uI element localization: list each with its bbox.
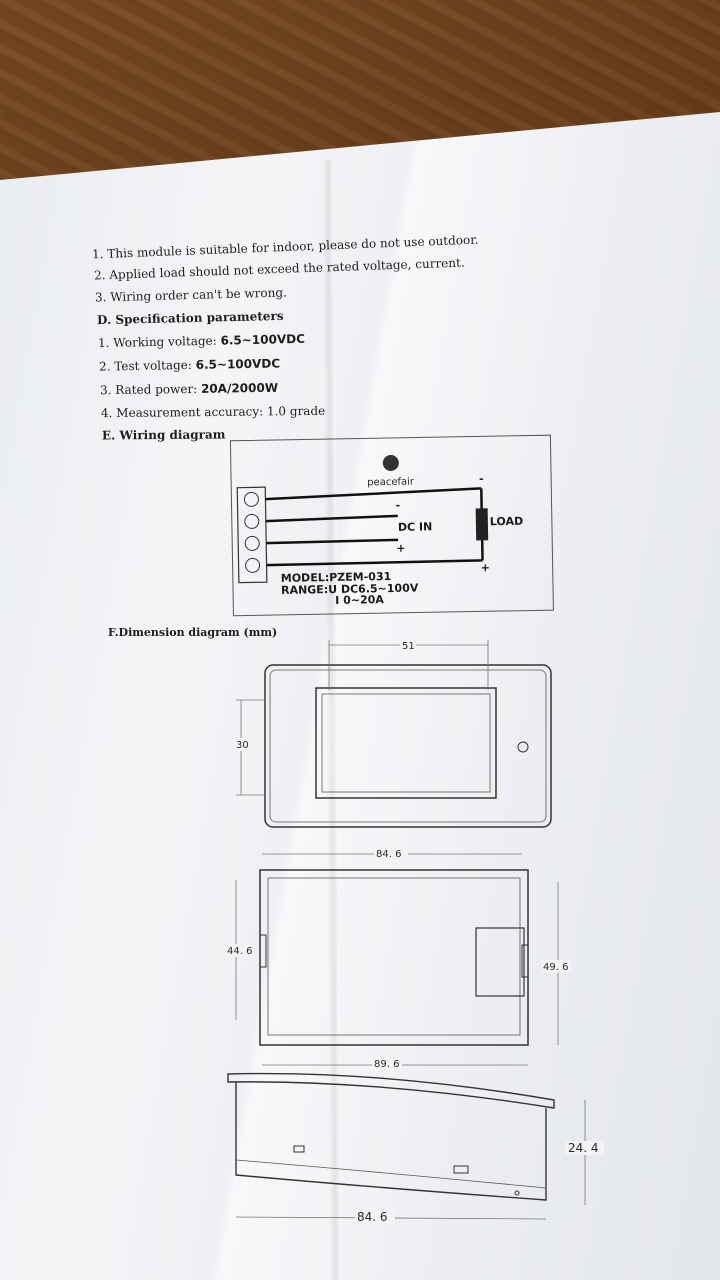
peacefair-logo-icon xyxy=(382,454,399,471)
side-depth-label: 24. 4 xyxy=(568,1141,599,1155)
back-outer-height-label: 49. 6 xyxy=(543,962,568,973)
load-label: LOAD xyxy=(490,515,524,529)
back-inner-width-label: 84. 6 xyxy=(376,849,401,860)
front-height-label: 30 xyxy=(236,740,249,751)
dc-in-label: DC IN xyxy=(398,520,433,534)
dimension-heading: F.Dimension diagram (mm) xyxy=(108,626,278,639)
model-text: MODEL:PZEM-031 xyxy=(281,570,392,585)
load-plus-label: + xyxy=(481,561,490,574)
plus-label: + xyxy=(396,542,405,555)
side-width-label: 84. 6 xyxy=(357,1210,388,1224)
side-view-drawing: 24. 4 84. 6 xyxy=(227,1072,604,1224)
back-view-drawing: 84. 6 44. 6 49. 6 89. 6 xyxy=(226,847,571,1070)
back-inner-height-label: 44. 6 xyxy=(227,946,252,957)
wiring-diagram: peacefair - DC IN + LOAD - + MODEL:PZEM-… xyxy=(229,434,554,617)
front-width-label: 51 xyxy=(402,641,415,652)
range-i-text: I 0~20A xyxy=(335,593,384,607)
brand-text: peacefair xyxy=(367,477,415,489)
range-u-text: RANGE:U DC6.5~100V xyxy=(281,582,419,597)
minus-label: - xyxy=(395,499,400,512)
front-view-drawing: 51 30 xyxy=(234,639,552,828)
back-outer-width-label: 89. 6 xyxy=(374,1059,399,1070)
load-minus-label: - xyxy=(479,472,484,485)
